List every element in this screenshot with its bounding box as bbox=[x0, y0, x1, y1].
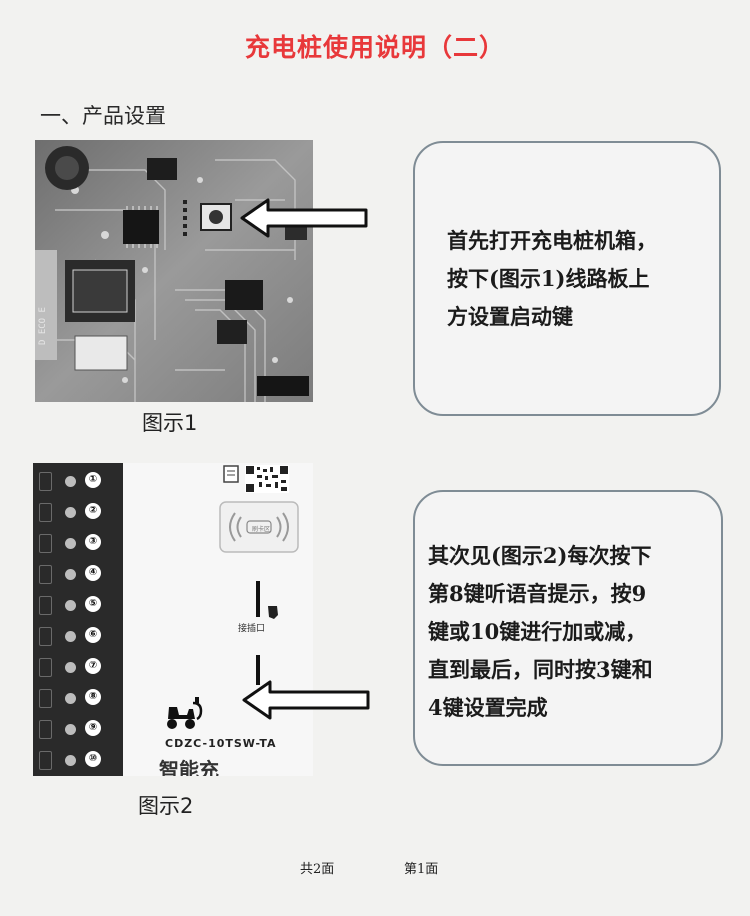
figure-1-circuit-board-photo: D ECO E bbox=[35, 140, 313, 402]
callout-text-step-2: 其次见(图示2)每次按下 第8键听语音提示，按9 键或10键进行加或减， 直到最… bbox=[428, 537, 653, 727]
callout-2-line: 直到最后，同时按3键和 bbox=[428, 657, 653, 682]
button-row: ⑨ bbox=[33, 717, 123, 741]
board-silkscreen-label: D ECO E bbox=[38, 307, 48, 345]
callout-box-step-1 bbox=[413, 141, 721, 416]
plug-icon bbox=[268, 606, 278, 619]
button-number: ⑩ bbox=[85, 751, 101, 767]
button-row: ④ bbox=[33, 562, 123, 586]
document-title: 充电桩使用说明（二） bbox=[244, 33, 505, 62]
button-row: ① bbox=[33, 469, 123, 493]
footer-page-number: 第1面 bbox=[404, 862, 439, 877]
button-number: ④ bbox=[85, 565, 101, 581]
figure-1-caption: 图示1 bbox=[142, 411, 198, 435]
port-label: 接插口 bbox=[238, 624, 266, 634]
button-row: ⑦ bbox=[33, 655, 123, 679]
button-number: ③ bbox=[85, 534, 101, 550]
callout-text-step-1: 首先打开充电桩机箱， 按下(图示1)线路板上 方设置启动键 bbox=[447, 222, 657, 336]
callout-2-line: 4键设置完成 bbox=[428, 695, 548, 720]
scooter-charging-logo-icon bbox=[167, 697, 203, 729]
button-number: ⑤ bbox=[85, 596, 101, 612]
callout-2-line: 其次见(图示2)每次按下 bbox=[428, 543, 652, 568]
callout-1-line: 按下(图示1)线路板上 bbox=[447, 266, 650, 291]
second-port-slot bbox=[256, 655, 260, 685]
button-row: ② bbox=[33, 500, 123, 524]
qr-code-icon bbox=[245, 465, 289, 493]
button-number: ① bbox=[85, 472, 101, 488]
charging-port-slot bbox=[256, 581, 260, 617]
figure-2-caption: 图示2 bbox=[138, 794, 194, 818]
callout-box-step-2 bbox=[413, 490, 723, 766]
button-number: ⑧ bbox=[85, 689, 101, 705]
callout-2-line: 键或10键进行加或减， bbox=[428, 619, 647, 644]
button-row: ⑩ bbox=[33, 748, 123, 772]
footer-total-pages: 共2面 bbox=[300, 862, 335, 877]
callout-1-line: 方设置启动键 bbox=[447, 304, 573, 329]
button-number: ⑦ bbox=[85, 658, 101, 674]
brand-name: 智能充 bbox=[159, 758, 219, 776]
section-heading: 一、产品设置 bbox=[40, 104, 166, 128]
button-number: ⑥ bbox=[85, 627, 101, 643]
button-row: ⑥ bbox=[33, 624, 123, 648]
card-reader-label: 刷卡区 bbox=[252, 526, 271, 533]
manual-icon bbox=[223, 465, 239, 483]
button-number: ② bbox=[85, 503, 101, 519]
card-reader-icon bbox=[219, 501, 299, 553]
circuit-board-illustration bbox=[35, 140, 313, 402]
arrow-left-icon bbox=[240, 198, 368, 238]
model-number: CDZC-10TSW-TA bbox=[165, 737, 277, 750]
button-row: ③ bbox=[33, 531, 123, 555]
button-row: ⑤ bbox=[33, 593, 123, 617]
figure-2-panel-photo: ① ② ③ ④ ⑤ ⑥ ⑦ ⑧ ⑨ ⑩ 刷卡区 bbox=[33, 463, 313, 776]
button-number: ⑨ bbox=[85, 720, 101, 736]
callout-2-line: 第8键听语音提示，按9 bbox=[428, 581, 647, 606]
callout-1-line: 首先打开充电桩机箱， bbox=[447, 228, 657, 253]
button-row: ⑧ bbox=[33, 686, 123, 710]
button-strip: ① ② ③ ④ ⑤ ⑥ ⑦ ⑧ ⑨ ⑩ bbox=[33, 463, 123, 776]
arrow-left-icon bbox=[242, 680, 370, 720]
